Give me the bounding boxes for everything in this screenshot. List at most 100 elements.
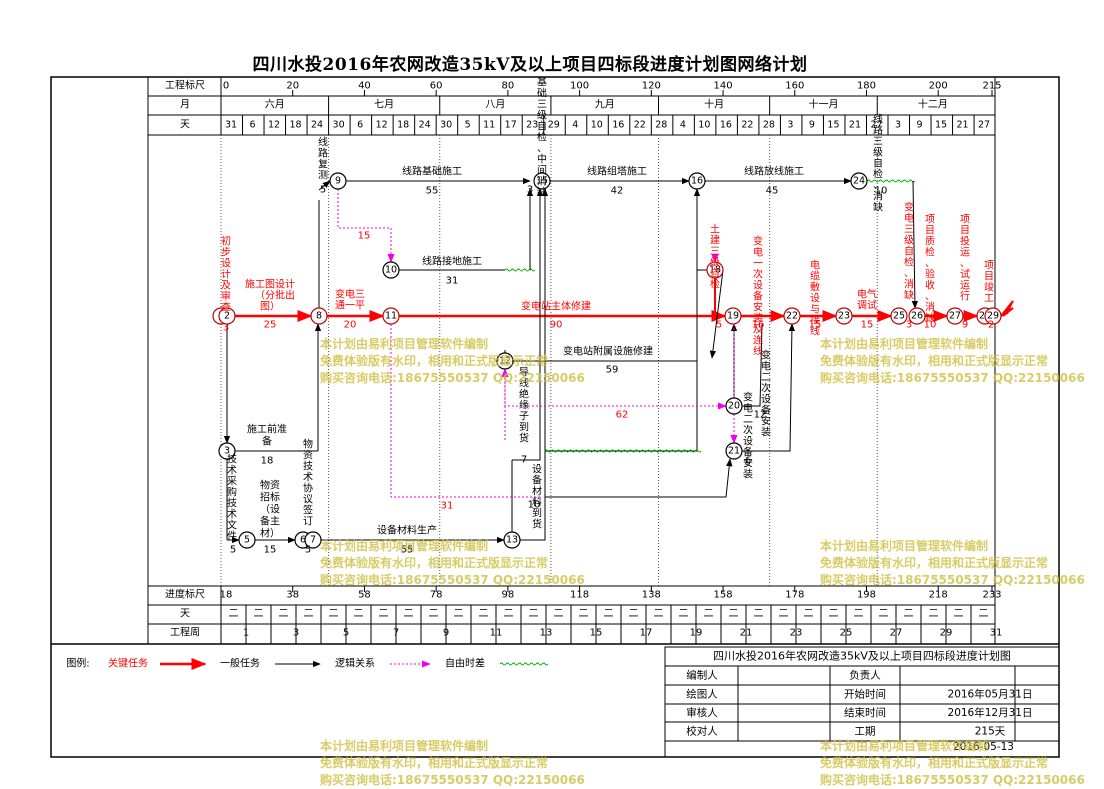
task-days: 16 [752,320,765,331]
task-name-vertical-char: 目 [984,272,994,283]
task-name-vertical-char: 消 [925,301,935,314]
node-number: 21 [728,446,740,457]
scale-tick-label: 200 [929,81,948,92]
task-name: 备 [262,435,272,448]
progress-tick-label: 138 [642,590,661,601]
task-name: （分批出 [255,289,295,302]
week-number: 15 [590,628,603,639]
task-name-vertical-char: 目 [960,226,970,237]
task-name-vertical-char: 检 [904,256,914,269]
free-float-wave [544,449,702,453]
week-number: 31 [990,628,1003,639]
node-circle [724,307,742,325]
task-name: 电气 [857,288,877,301]
task-days: 5 [230,545,236,556]
task-name-vertical-char: 运 [960,280,970,292]
node-circle [946,307,964,325]
task-name-vertical-char: 、 [960,259,970,270]
task-name-vertical-char: 协 [303,482,313,495]
info-cell: 校对人 [686,725,718,738]
day-number: 4 [572,120,578,131]
task-name: 施工前准 [247,423,287,436]
node-15: 15 [533,172,551,190]
edge-logic [390,324,540,498]
task-name-vertical-char: 次 [761,382,771,395]
task-name-vertical-char: 采 [227,476,237,488]
day-number: 12 [376,120,388,131]
task-name-vertical-char: 自 [873,157,883,170]
task-name-vertical-char: 线 [318,136,328,149]
task-name-vertical-char: 技 [227,497,237,510]
task-name-vertical-char: 初 [221,235,231,248]
task-name-vertical-char: 备 [532,474,542,487]
task-days: 55 [401,545,414,556]
day-number: 15 [935,120,947,131]
footer-day-cell: 二 [629,609,639,620]
task-days: 55 [426,186,439,197]
task-name-vertical-char: 设 [761,394,771,406]
task-name-vertical-char: 装 [753,312,763,325]
task-name-vertical-char: 议 [303,494,313,506]
task-name: 变电站主体修建 [521,300,591,313]
day-number: 28 [655,120,667,131]
edge-normal [709,269,724,359]
task-name-vertical-char: 三 [904,225,914,236]
day-number: 18 [397,120,409,131]
node-22: 22 [783,307,801,325]
task-name-vertical-char: 验 [925,268,935,281]
task-days: 12 [754,410,767,421]
task-name-vertical-char: 、 [537,144,547,155]
day-number: 22 [634,120,646,131]
free-float-days: 62 [616,410,629,421]
progress-tick-label: 78 [430,590,443,601]
footer-day-cell: 二 [329,609,339,620]
node-5: 5 [238,531,256,549]
node-circle [496,352,514,370]
node-number: 24 [853,176,865,187]
footer-day-cell: 二 [604,609,614,620]
task-days: 18 [261,456,274,467]
task-name-vertical-char: 建 [710,234,720,247]
footer-day-cell: 二 [529,609,539,620]
task-name-vertical-char: 绝 [519,388,529,401]
node-circle [218,442,236,460]
progress-tick-label: 98 [502,590,515,601]
task-days: 45 [766,186,779,197]
node-circle [908,307,926,325]
node-number: 19 [727,311,739,322]
day-number: 10 [591,120,603,131]
info-cell: 审核人 [686,706,718,719]
task-name-vertical-char: 缺 [904,289,914,302]
footer-day-cell: 二 [304,609,314,620]
legend-float-label: 自由时差 [445,657,485,670]
task-name-vertical-char: 设 [532,464,542,476]
task-name-vertical-char: 备 [753,290,763,303]
node-number: 22 [786,311,798,322]
task-name-vertical-char: 电 [743,402,753,415]
edge-normal [520,188,549,541]
task-name: 变电站附属设施修建 [563,345,653,358]
node-21: 21 [725,442,743,460]
edge-normal [513,188,701,362]
footer-day-cell: 二 [279,609,289,620]
info-table: 四川水投2016年农网改造35kV及以上项目四标段进度计划图编制人负责人绘图人开… [664,646,1060,758]
task-name-vertical-char: 技 [227,453,237,466]
task-name-vertical-char: 件 [227,531,237,543]
task-name-vertical-char: 竣 [984,281,994,294]
task-name: 设备材料生产 [377,524,437,537]
info-date: 2016-05-13 [953,741,1014,753]
task-name-vertical-char: 装 [743,468,753,481]
node-number: 9 [335,176,341,187]
task-name-vertical-char: 线 [753,345,763,358]
week-number: 25 [840,628,853,639]
edge-logic [337,189,395,263]
task-name-vertical-char: 自 [537,120,547,133]
footer-day-cell: 二 [354,609,364,620]
day-number: 27 [870,120,882,131]
node-number: 25 [893,311,905,322]
